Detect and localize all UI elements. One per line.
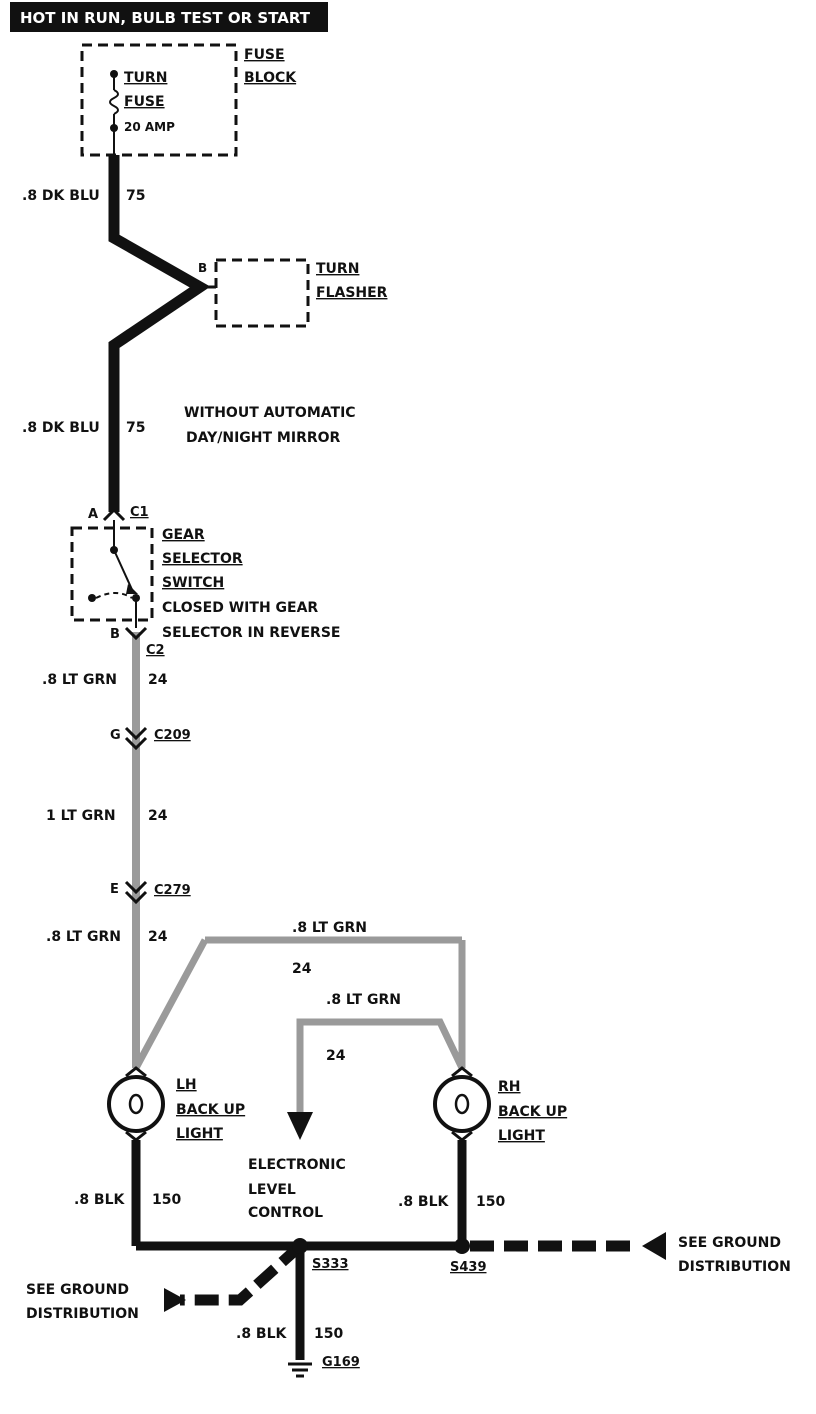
fuse-rating: 20 AMP [124,120,175,134]
rh-label-line-2: BACK UP [498,1104,567,1120]
wire-label-circuit: 75 [126,188,145,204]
c279-terminal: E [110,882,119,897]
elc-arrow-icon [287,1112,313,1140]
wire-lt-grn-24-elc [287,1018,466,1140]
rh-backup-light: RH BACK UP LIGHT [433,1066,567,1144]
connector-c1-icon [102,507,126,522]
elc-label-line-3: CONTROL [248,1205,323,1221]
wire-label-gauge: .8 DK BLU [22,188,100,204]
wire-label-circuit: 24 [148,808,168,824]
wire-label-gauge: .8 BLK [236,1326,288,1342]
switch-condition-line-1: CLOSED WITH GEAR [162,600,318,616]
s439-label: S439 [450,1260,487,1275]
g169-label: G169 [322,1355,360,1370]
wire-label-gauge: 1 LT GRN [46,808,116,824]
ground-ref-left-line-1: SEE GROUND [26,1282,129,1298]
wire-label-circuit: 150 [314,1326,343,1342]
lh-label-line-3: LIGHT [176,1126,223,1142]
wire-label-circuit: 24 [326,1048,346,1064]
header-banner: HOT IN RUN, BULB TEST OR START [10,2,328,32]
note-line-1: WITHOUT AUTOMATIC [184,405,356,421]
ground-ref-left-line-2: DISTRIBUTION [26,1306,139,1322]
s333-label: S333 [312,1257,349,1272]
bulb-filament-icon [454,1093,470,1115]
c209-label: C209 [154,728,191,743]
ground-ref-right-arrow-icon [642,1232,666,1260]
connector-c2-icon [124,626,148,641]
header-title: HOT IN RUN, BULB TEST OR START [20,9,311,27]
fuse-block: TURN FUSE 20 AMP FUSE BLOCK [80,43,297,157]
ground-ref-right-line-1: SEE GROUND [678,1235,781,1251]
connector-c209: G C209 [110,726,191,751]
wire-label-circuit: 150 [152,1192,181,1208]
connector-c1-label: C1 [130,505,149,520]
gear-selector-switch: A C1 B C2 GEAR SELECTOR SWITCH CLOSED WI… [70,505,340,658]
lh-label-line-1: LH [176,1077,197,1093]
wire-label-circuit: 75 [126,420,145,436]
turn-flasher: B TURN FLASHER [198,258,388,328]
wire-label-circuit: 24 [148,672,168,688]
bulb-filament-icon [128,1093,144,1115]
fuse-block-label-line-2: BLOCK [244,70,297,86]
lh-label-line-2: BACK UP [176,1102,245,1118]
rh-label-line-3: LIGHT [498,1128,545,1144]
splice-s439: S439 [450,1238,487,1275]
note-line-2: DAY/NIGHT MIRROR [186,430,341,446]
fuse-block-label-line-1: FUSE [244,47,285,63]
switch-terminal-b: B [110,627,120,642]
wire-label-gauge: .8 LT GRN [292,920,367,936]
wire-blk-150 [131,1140,666,1360]
wire-label-gauge: .8 DK BLU [22,420,100,436]
wire-label-circuit: 24 [292,961,312,977]
rh-label-line-1: RH [498,1079,521,1095]
switch-label-line-2: SELECTOR [162,551,243,567]
wire-label-circuit: 150 [476,1194,505,1210]
wire-label-gauge: .8 BLK [398,1194,450,1210]
elc-label-line-2: LEVEL [248,1182,296,1198]
wire-lt-grn-24-main [132,632,466,1070]
wire-label-gauge: .8 LT GRN [46,929,121,945]
splice-s333: S333 [292,1238,349,1272]
flasher-terminal: B [198,261,207,275]
c279-label: C279 [154,883,191,898]
fuse-element-icon [109,89,119,115]
flasher-label-line-1: TURN [316,261,359,277]
fuse-name-line-1: TURN [124,70,167,86]
connector-c2-label: C2 [146,643,165,658]
fuse-name-line-2: FUSE [124,94,165,110]
switch-condition-line-2: SELECTOR IN REVERSE [162,625,340,641]
wire-label-gauge: .8 LT GRN [42,672,117,688]
elc-label-line-1: ELECTRONIC [248,1157,346,1173]
flasher-label-line-2: FLASHER [316,285,388,301]
switch-label-line-3: SWITCH [162,575,224,591]
switch-terminal-a: A [88,507,98,522]
connector-c279: E C279 [110,880,191,905]
wire-label-gauge: .8 BLK [74,1192,126,1208]
wire-label-circuit: 24 [148,929,168,945]
wire-dk-blu-75 [108,155,211,512]
ground-ref-left-arrow-icon [164,1288,186,1312]
ground-ref-right-line-2: DISTRIBUTION [678,1259,791,1275]
c209-terminal: G [110,728,121,743]
ground-g169: G169 [288,1355,360,1378]
wire-label-gauge: .8 LT GRN [326,992,401,1008]
lh-backup-light: LH BACK UP LIGHT [107,1066,245,1142]
switch-label-line-1: GEAR [162,527,205,543]
